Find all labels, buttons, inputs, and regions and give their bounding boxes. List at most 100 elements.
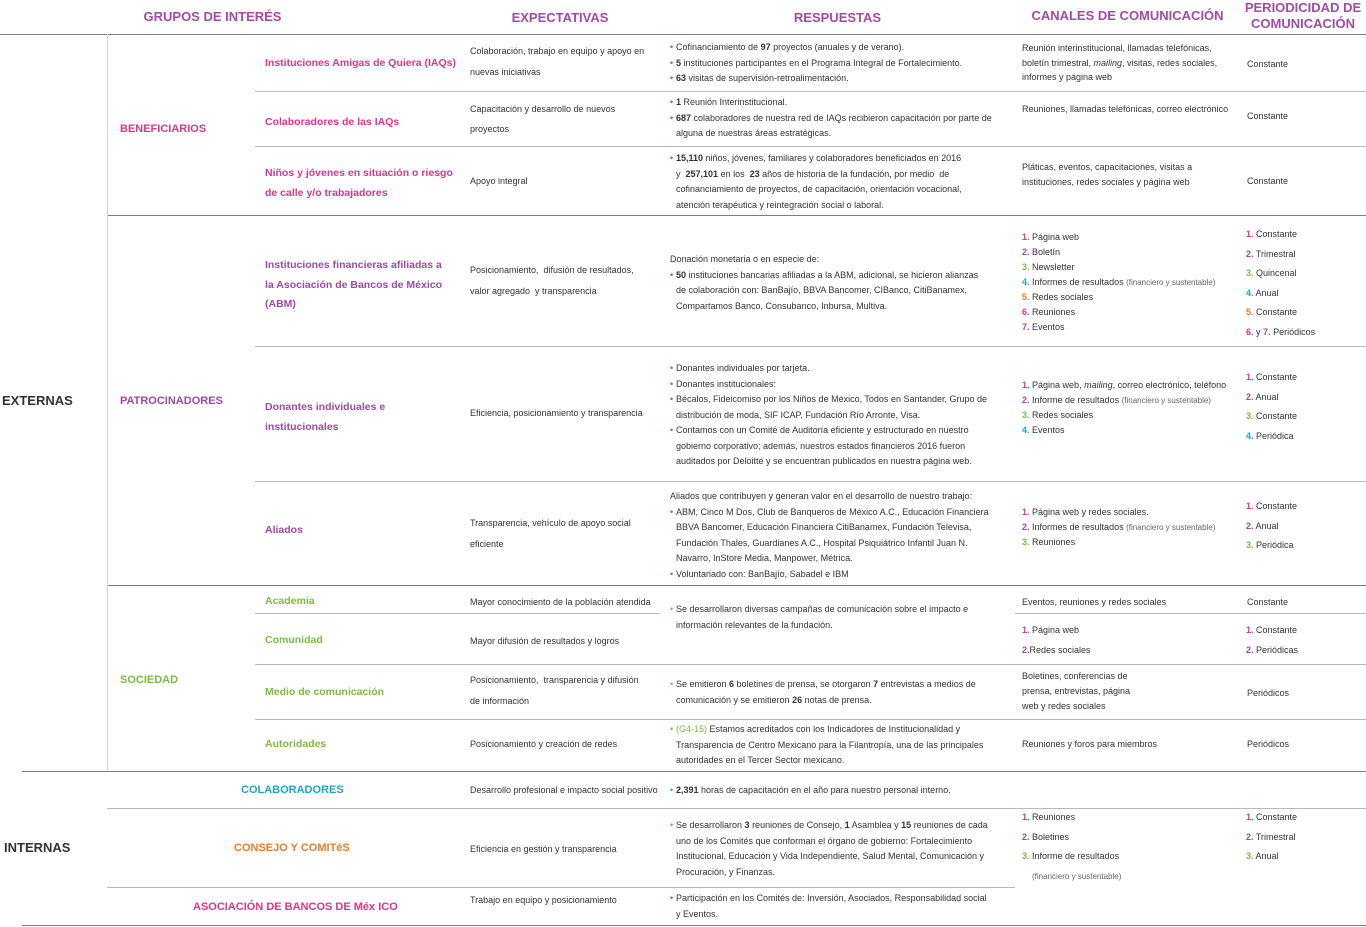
resp-line: •ABM, Cinco M Dos, Club de Banqueros de … (670, 505, 989, 521)
per-item: 1. Constante (1246, 501, 1298, 511)
group-line: Instituciones financieras afiliadas a (265, 259, 442, 271)
exp-colab-iaqs: Capacitación y desarrollo de nuevos proy… (470, 102, 615, 137)
group-donantes: Donantes individuales e institucionales (265, 398, 385, 437)
bullet-icon: • (670, 42, 674, 52)
canal-item: 3. Newsletter (1022, 262, 1075, 272)
bullet-icon: • (670, 378, 674, 389)
bullet-icon: • (670, 153, 674, 163)
canal-line: Reunión interinstitucional, llamadas tel… (1022, 43, 1212, 53)
canal-item: 5. Redes sociales (1022, 292, 1094, 302)
per-medio: Periódicos (1247, 688, 1290, 698)
category-beneficiarios: BENEFICIARIOS (120, 123, 207, 135)
group-abm-fin: Instituciones financieras afiliadas a la… (265, 256, 442, 315)
resp-line: Donación monetaria o en especie de: (670, 254, 820, 264)
resp-number: 50 (676, 269, 687, 280)
canal-item: 3. Reuniones (1022, 537, 1076, 547)
exp-medio: Posicionamiento, transparencia y difusió… (470, 673, 639, 709)
resp-line: distribución de moda, SIF ICAP, Fundació… (676, 409, 921, 420)
group-comunidad: Comunidad (265, 634, 323, 646)
per-aliados: 1. Constante 2. Anual 3. Periódica (1246, 497, 1297, 556)
resp-text: colaboradores de nuestra red de IAQs rec… (691, 112, 992, 123)
per-item: 4. Anual (1246, 287, 1279, 298)
resp-line: BBVA Bancomer, Educación Financiera Citi… (676, 522, 972, 532)
resp-text: instituciones participantes en el Progra… (681, 57, 963, 68)
per-item: 3. Quincenal (1246, 268, 1297, 278)
group-line: la Asociación de Bancos de México (265, 278, 443, 291)
section-internas: INTERNAS (4, 840, 71, 855)
canal-academia: Eventos, reuniones y redes sociales (1022, 597, 1167, 607)
group-academia: Academia (265, 595, 315, 607)
resp-number: 1 (676, 97, 682, 107)
exp-comunidad: Mayor difusión de resultados y logros (470, 636, 620, 646)
resp-line: •1 Reunión Interinstitucional. (670, 95, 992, 111)
resp-number: 23 (749, 168, 760, 179)
rule-abm-fin (255, 346, 1366, 347)
bullet-icon: • (670, 394, 674, 404)
rule-academia (255, 613, 660, 614)
rule-medio (255, 719, 1366, 720)
resp-colab-iaqs: •1 Reunión Interinstitucional. •687 cola… (670, 95, 992, 142)
resp-line: Navarro, InStore Media, Manpower, Métric… (676, 553, 853, 563)
canal-item: (financiero y sustentable) (1032, 871, 1122, 881)
per-item: 3. Periódica (1246, 540, 1294, 550)
exp-line: Posicionamiento, difusión de resultados, (470, 265, 634, 275)
rule-iaqs (255, 91, 1366, 92)
resp-line: •Voluntariado con: BanBajío, Sabadel e I… (670, 567, 989, 583)
resp-line: atención terapéutica y reintegración soc… (676, 199, 884, 210)
canal-item: 1. Página web (1022, 232, 1080, 242)
exp-iaqs: Colaboración, trabajo en equipo y apoyo … (470, 44, 644, 80)
canal-item: 4. Eventos (1022, 425, 1065, 435)
resp-line: Fundación Thales, Guardianes A.C., Hospi… (676, 537, 968, 548)
resp-line: •63 visitas de supervisión-retroalimenta… (670, 71, 962, 87)
exp-donantes: Eficiencia, posicionamiento y transparen… (470, 408, 643, 418)
canal-internas: 1. Reuniones 2. Boletines 3. Informe de … (1022, 808, 1121, 886)
category-patrocinadores: PATROCINADORES (120, 395, 223, 407)
resp-line: •Donantes institucionales: (670, 377, 987, 393)
resp-line: •5 instituciones participantes en el Pro… (670, 56, 962, 72)
bullet-icon: • (670, 679, 674, 689)
bullet-icon: • (670, 363, 674, 373)
canal-item: 3. Redes sociales (1022, 410, 1094, 420)
canal-item: 2. Informes de resultados (financiero y … (1022, 522, 1216, 532)
bullet-icon: • (670, 506, 674, 517)
resp-line: alguna de nuestras áreas estratégicas. (676, 128, 832, 138)
per-item: 6. y 7. Periódicos (1246, 326, 1316, 337)
exp-line: eficiente (470, 538, 504, 549)
per-colab-iaqs: Constante (1247, 111, 1289, 121)
group-medio: Medio de comunicación (265, 686, 385, 698)
canal-comunidad: 1. Página web 2.Redes sociales (1022, 621, 1091, 660)
resp-text: en los (718, 168, 750, 179)
resp-line: autoridades en el Tercer Sector mexicano… (676, 755, 845, 765)
resp-text: instituciones bancarias afiliadas a la A… (686, 269, 979, 280)
exp-line: Capacitación y desarrollo de nuevos (470, 104, 616, 114)
per-item: 1. Constante (1246, 812, 1298, 822)
resp-medio: •Se emitieron 6 boletines de prensa, se … (670, 677, 976, 708)
per-internas: 1. Constante 2. Trimestral 3. Anual (1246, 808, 1297, 867)
canal-medio: Boletines, conferencias de prensa, entre… (1022, 669, 1130, 714)
header-grupos: GRUPOS DE INTERÉS (143, 9, 282, 24)
canal-item: 6. Reuniones (1022, 307, 1076, 317)
canal-text-italic: mailing (1093, 57, 1123, 68)
rule-externas (22, 771, 1366, 772)
bullet-icon: • (670, 112, 674, 123)
canal-line: Pláticas, eventos, capacitaciones, visit… (1022, 162, 1193, 172)
per-item: 2. Periódicas (1246, 644, 1299, 655)
resp-line: Procuración, y Finanzas. (676, 866, 776, 877)
canal-item: 1. Página web, mailing, correo electróni… (1022, 380, 1227, 390)
canal-line: informes y página web (1022, 72, 1113, 82)
resp-number: 687 (676, 112, 692, 123)
per-autoridades: Periódicos (1247, 739, 1290, 749)
category-sociedad: SOCIEDAD (120, 674, 179, 686)
category-consejo: CONSEJO Y COMITéS (234, 842, 350, 854)
resp-line: •687 colaboradores de nuestra red de IAQ… (670, 111, 992, 127)
resp-line: •Participación en los Comités de: Invers… (670, 891, 987, 907)
resp-line: Aliados que contribuyen y generan valor … (670, 491, 973, 501)
header-periodicidad-line2: COMUNICACIÓN (1251, 16, 1355, 31)
canal-item: 2. Boletines (1022, 831, 1070, 842)
resp-line: y Eventos. (676, 908, 719, 919)
exp-line: de información (470, 695, 530, 706)
canal-donantes: 1. Página web, mailing, correo electróni… (1022, 378, 1226, 438)
canal-line: Boletines, conferencias de (1022, 671, 1128, 681)
resp-line: •Se emitieron 6 boletines de prensa, se … (670, 677, 976, 693)
canal-item: 2. Boletín (1022, 247, 1061, 257)
